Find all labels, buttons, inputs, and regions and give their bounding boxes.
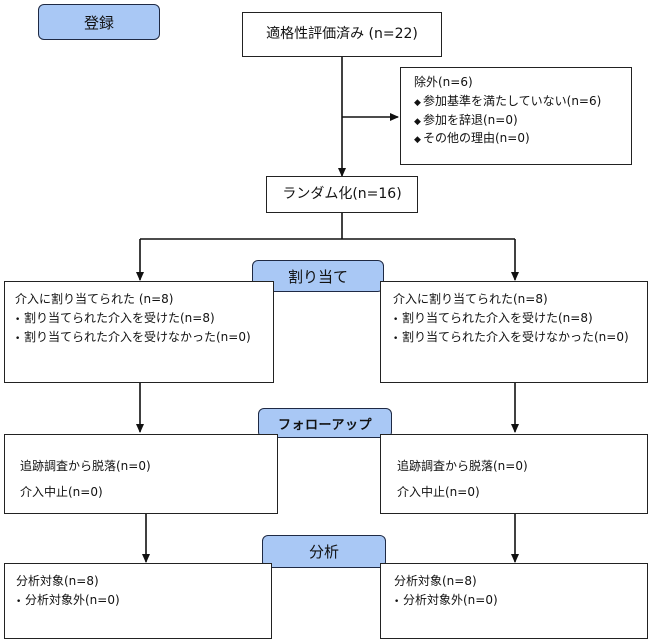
allocation-left-not-received: 割り当てられた介入を受けなかった(n=0) <box>24 329 251 344</box>
analysis-box-right: 分析対象(n=8) •分析対象外(n=0) <box>380 563 648 639</box>
bullet-icon: • <box>393 314 399 325</box>
bullet-icon: • <box>16 596 22 607</box>
randomized-box: ランダム化(n=16) <box>266 176 418 213</box>
excluded-item: 参加基準を満たしていない(n=6) <box>423 93 602 108</box>
followup-box-right: 追跡調査から脱落(n=0) 介入中止(n=0) <box>380 434 648 514</box>
bullet-icon: ◆ <box>414 135 421 146</box>
assessed-text: 適格性評価済み (n=22) <box>266 25 418 42</box>
analysis-right-analysed: 分析対象(n=8) <box>394 574 477 588</box>
bullet-icon: ◆ <box>414 97 421 108</box>
allocation-left-received: 割り当てられた介入を受けた(n=8) <box>24 310 215 325</box>
bullet-icon: • <box>394 596 400 607</box>
followup-box-left: 追跡調査から脱落(n=0) 介入中止(n=0) <box>4 434 278 514</box>
phase-label-followup: フォローアップ <box>258 408 392 438</box>
phase-label-enrollment: 登録 <box>38 4 160 40</box>
bullet-icon: ◆ <box>414 116 421 127</box>
analysis-left-excluded: 分析対象外(n=0) <box>25 592 120 607</box>
allocation-right-received: 割り当てられた介入を受けた(n=8) <box>402 310 593 325</box>
followup-left-lost: 追跡調査から脱落(n=0) <box>20 459 151 473</box>
allocation-right-not-received: 割り当てられた介入を受けなかった(n=0) <box>402 329 629 344</box>
phase-label-allocation: 割り当て <box>252 260 384 292</box>
excluded-title: 除外(n=6) <box>414 75 473 89</box>
excluded-item: 参加を辞退(n=0) <box>423 112 518 127</box>
assessed-box: 適格性評価済み (n=22) <box>242 12 442 57</box>
analysis-right-excluded: 分析対象外(n=0) <box>403 592 498 607</box>
followup-right-lost: 追跡調査から脱落(n=0) <box>397 459 528 473</box>
phase-label-analysis: 分析 <box>262 535 386 568</box>
followup-left-discontinued: 介入中止(n=0) <box>20 485 103 500</box>
excluded-item: その他の理由(n=0) <box>423 131 530 146</box>
allocation-left-assigned: 介入に割り当てられた (n=8) <box>15 292 174 306</box>
randomized-text: ランダム化(n=16) <box>282 185 402 202</box>
bullet-icon: • <box>393 333 399 344</box>
followup-right-discontinued: 介入中止(n=0) <box>397 485 480 500</box>
allocation-box-right: 介入に割り当てられた(n=8) •割り当てられた介入を受けた(n=8) •割り当… <box>380 281 648 383</box>
analysis-left-analysed: 分析対象(n=8) <box>16 574 99 588</box>
bullet-icon: • <box>15 314 21 325</box>
excluded-box: 除外(n=6) ◆参加基準を満たしていない(n=6) ◆参加を辞退(n=0) ◆… <box>400 67 632 165</box>
allocation-right-assigned: 介入に割り当てられた(n=8) <box>393 292 548 306</box>
bullet-icon: • <box>15 333 21 344</box>
allocation-box-left: 介入に割り当てられた (n=8) •割り当てられた介入を受けた(n=8) •割り… <box>4 281 274 383</box>
analysis-box-left: 分析対象(n=8) •分析対象外(n=0) <box>4 563 272 639</box>
